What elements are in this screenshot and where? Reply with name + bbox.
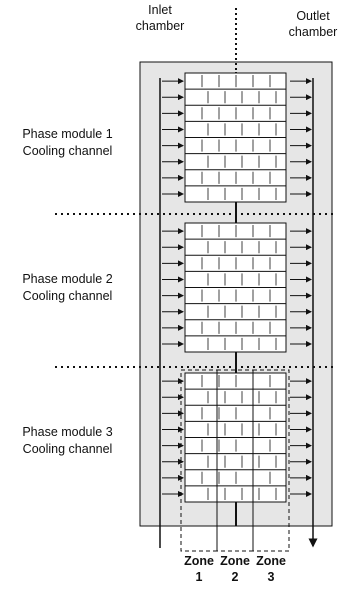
module-3-subtitle: Cooling channel [22, 442, 113, 456]
inlet-chamber-label: Inlet chamber [130, 2, 190, 34]
module-1-label: Phase module 1 Cooling channel [0, 126, 135, 160]
module-1-title: Phase module 1 [22, 127, 113, 141]
zone-1-label: Zone 1 [181, 553, 217, 585]
zone-2-label: Zone 2 [217, 553, 253, 585]
phase-module-3-channel-grid [184, 372, 287, 503]
zone-3-label: Zone 3 [253, 553, 289, 585]
inlet-label-line1: Inlet [148, 3, 172, 17]
phase-module-1-channel-grid [184, 72, 287, 203]
zone-1-word: Zone [184, 554, 214, 568]
phase-module-2-channel-grid [184, 222, 287, 353]
zone-1-number: 1 [195, 570, 203, 584]
zone-box-3 [252, 369, 290, 552]
module-3-label: Phase module 3 Cooling channel [0, 424, 135, 458]
module-2-label: Phase module 2 Cooling channel [0, 271, 135, 305]
module-3-title: Phase module 3 [22, 425, 113, 439]
outlet-label-line1: Outlet [296, 9, 330, 23]
outlet-label-line2: chamber [288, 25, 338, 39]
inlet-label-line2: chamber [135, 19, 185, 33]
zone-2-word: Zone [220, 554, 250, 568]
module-2-title: Phase module 2 [22, 272, 113, 286]
module-2-subtitle: Cooling channel [22, 289, 113, 303]
zone-2-number: 2 [231, 570, 239, 584]
zone-3-number: 3 [267, 570, 275, 584]
module-1-subtitle: Cooling channel [22, 144, 113, 158]
outlet-chamber-label: Outlet chamber [282, 8, 339, 40]
zone-3-word: Zone [256, 554, 286, 568]
